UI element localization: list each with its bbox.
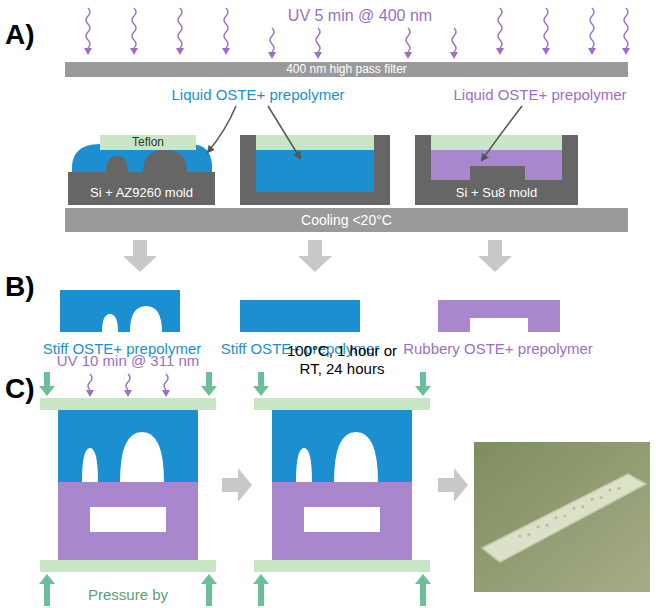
panel-letter: B) (5, 270, 35, 304)
annotation-label: Liquid OSTE+ prepolymer (454, 86, 627, 104)
chip-holes (518, 487, 620, 538)
chip (482, 474, 646, 562)
teflon-plate (100, 135, 196, 150)
mold (240, 135, 390, 205)
process-band: Cooling <20°C (65, 208, 628, 232)
node-text: Si + AZ9260 mold (90, 186, 193, 201)
channel (304, 507, 380, 532)
panel-letter: C) (5, 372, 35, 406)
rubbery-prepolymer (438, 300, 560, 332)
liquid-prepolymer (431, 150, 562, 180)
mold-bump (470, 166, 525, 180)
annotation-label: UV 5 min @ 400 nm (288, 6, 432, 25)
pressure-plate (40, 398, 216, 410)
teflon-plate (431, 135, 562, 150)
annotation-label: Rubbery OSTE+ prepolymer (403, 340, 593, 358)
annotation-label: Liquid OSTE+ prepolymer (172, 86, 345, 104)
stiff-prepolymer (60, 290, 180, 332)
pressure-arrows (39, 372, 431, 606)
node-text: Teflon (132, 136, 164, 150)
pressure-plate (254, 398, 430, 410)
stiff-layer (272, 410, 412, 482)
teflon-plate: Teflon (100, 135, 196, 150)
pressure-plate (40, 560, 216, 572)
leader-arrow (482, 106, 522, 160)
annotation-label: 100°C, 1 hour or RT, 24 hours (286, 342, 398, 378)
process-arrow (478, 240, 512, 272)
process-arrow (438, 468, 468, 502)
annotation-label: UV 10 min @ 311 nm (57, 352, 200, 370)
teflon-plate (256, 135, 374, 150)
rubbery-layer (272, 482, 412, 560)
liquid-prepolymer (256, 150, 374, 192)
stiff-prepolymer (240, 300, 360, 332)
mold-base: Si + Su8 mold (415, 182, 578, 204)
mold-base: Si + AZ9260 mold (68, 182, 215, 204)
process-arrow (123, 240, 157, 272)
panel-letter: A) (5, 18, 35, 52)
node-text: 400 nm high pass filter (286, 63, 407, 77)
leader-arrow (208, 106, 236, 152)
device-photo (474, 442, 650, 592)
process-band: 400 nm high pass filter (65, 62, 628, 77)
annotation-label: Pressure by (88, 586, 168, 604)
stiff-layer (58, 410, 198, 482)
process-arrow (222, 468, 252, 502)
node-text: Si + Su8 mold (456, 186, 537, 201)
node-text: Cooling <20°C (301, 212, 392, 228)
az9260-mold (68, 150, 215, 205)
process-arrow (298, 240, 332, 272)
rubbery-layer (58, 482, 198, 560)
pressure-plate (254, 560, 430, 572)
su8-mold (415, 135, 578, 205)
leader-arrow (268, 106, 300, 158)
channel (90, 507, 166, 532)
